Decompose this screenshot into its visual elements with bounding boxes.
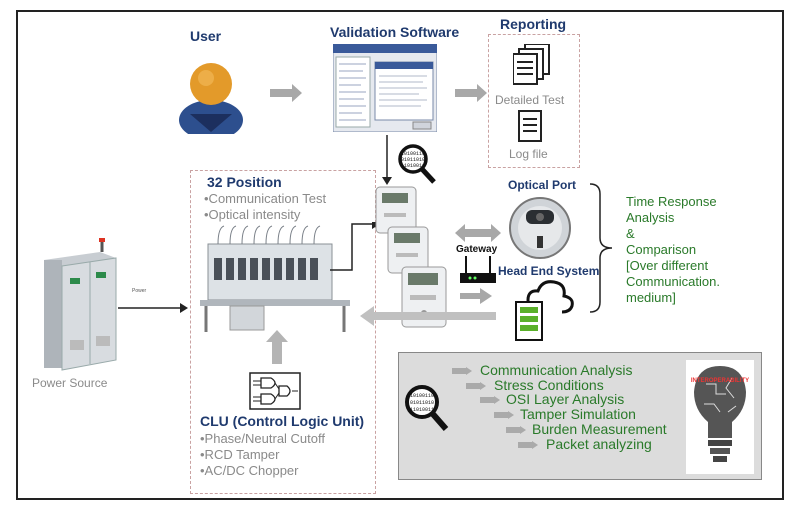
time-response-text: Time Response Analysis & Comparison [Ove… <box>626 194 720 306</box>
time-response-line: Comparison <box>626 242 697 257</box>
binary-line-1: 10100110 <box>401 151 425 157</box>
step-arrow-icon <box>480 396 500 404</box>
time-response-line: Communication. <box>626 274 720 289</box>
analysis-binary-3: 11010011 <box>410 407 434 413</box>
user-icon <box>179 63 243 134</box>
detailed-test-documents-icon <box>513 44 550 85</box>
binary-line-2: 01011010 <box>401 157 425 163</box>
arrow-software-to-meters-icon <box>382 135 392 185</box>
arrow-user-to-software-icon <box>270 84 302 102</box>
time-response-line: & <box>626 226 635 241</box>
smart-meters-icon <box>375 186 447 328</box>
arrow-clu-to-bench-icon <box>266 330 288 364</box>
analysis-magnifier-icon: 10100110 01011010 11010011 <box>405 385 449 431</box>
analysis-item-osi: OSI Layer Analysis <box>506 391 625 407</box>
position32-item-optical: •Optical intensity <box>204 207 301 222</box>
bracket-icon <box>589 183 613 313</box>
arrow-power-to-bench-icon <box>118 303 188 313</box>
analysis-binary-1: 10100110 <box>410 393 434 399</box>
power-source-cabinet-icon <box>44 238 117 371</box>
step-arrow-icon <box>518 441 538 449</box>
binary-line-3: 11010011 <box>401 163 425 169</box>
power-link-label: Power <box>132 288 147 294</box>
test-bench-box <box>190 170 376 494</box>
optical-port-icon <box>509 197 571 259</box>
position32-item-communication: •Communication Test <box>204 191 327 206</box>
analysis-item-communication: Communication Analysis <box>480 362 633 378</box>
optical-port-label: Optical Port <box>508 178 577 192</box>
step-arrow-icon <box>452 367 472 375</box>
diagram-frame <box>16 10 784 500</box>
interoperability-text: INTEROPERABILITY <box>691 378 749 384</box>
analysis-item-burden: Burden Measurement <box>532 421 667 437</box>
analysis-item-stress: Stress Conditions <box>494 377 604 393</box>
time-response-line: [Over different <box>626 258 709 273</box>
reporting-box <box>488 34 580 168</box>
arrow-gateway-to-headend-icon <box>460 288 492 304</box>
time-response-line: Time Response <box>626 194 717 209</box>
arrow-headend-to-bench-icon <box>360 306 496 326</box>
detailed-test-label: Detailed Test <box>495 93 565 107</box>
arrow-software-to-reporting-icon <box>455 84 487 102</box>
step-arrow-icon <box>466 382 486 390</box>
clu-item-rcd-tamper: •RCD Tamper <box>200 447 280 462</box>
interoperability-bulb-icon: INTEROPERABILITY <box>686 360 754 474</box>
analysis-binary-2: 01011010 <box>410 400 434 406</box>
clu-title: CLU (Control Logic Unit) <box>200 413 365 429</box>
time-response-line: Analysis <box>626 210 675 225</box>
magnifier-binary-icon: 10100110 01011010 11010011 <box>398 144 436 184</box>
log-file-icon <box>518 110 542 142</box>
clu-item-phase-neutral: •Phase/Neutral Cutoff <box>200 431 325 446</box>
arrow-meters-optical-double-icon <box>455 224 501 242</box>
step-arrow-icon <box>506 426 526 434</box>
head-end-cloud-server-icon <box>515 280 574 341</box>
meter-test-bench-icon <box>200 225 350 332</box>
analysis-item-packet: Packet analyzing <box>546 436 652 452</box>
clu-item-acdc-chopper: •AC/DC Chopper <box>200 463 299 478</box>
time-response-line: medium] <box>626 290 676 305</box>
head-end-system-label: Head End System <box>498 264 600 278</box>
power-source-label: Power Source <box>32 376 108 390</box>
analysis-item-tamper: Tamper Simulation <box>520 406 636 422</box>
gateway-router-icon <box>460 256 496 283</box>
logic-gates-icon <box>249 372 301 410</box>
log-file-label: Log file <box>509 147 548 161</box>
gateway-label: Gateway <box>456 244 498 255</box>
validation-software-screenshot-icon <box>333 44 437 132</box>
reporting-label: Reporting <box>500 16 567 32</box>
validation-software-label: Validation Software <box>330 24 460 40</box>
position32-title: 32 Position <box>207 174 282 190</box>
user-label: User <box>190 28 222 44</box>
step-arrow-icon <box>494 411 514 419</box>
